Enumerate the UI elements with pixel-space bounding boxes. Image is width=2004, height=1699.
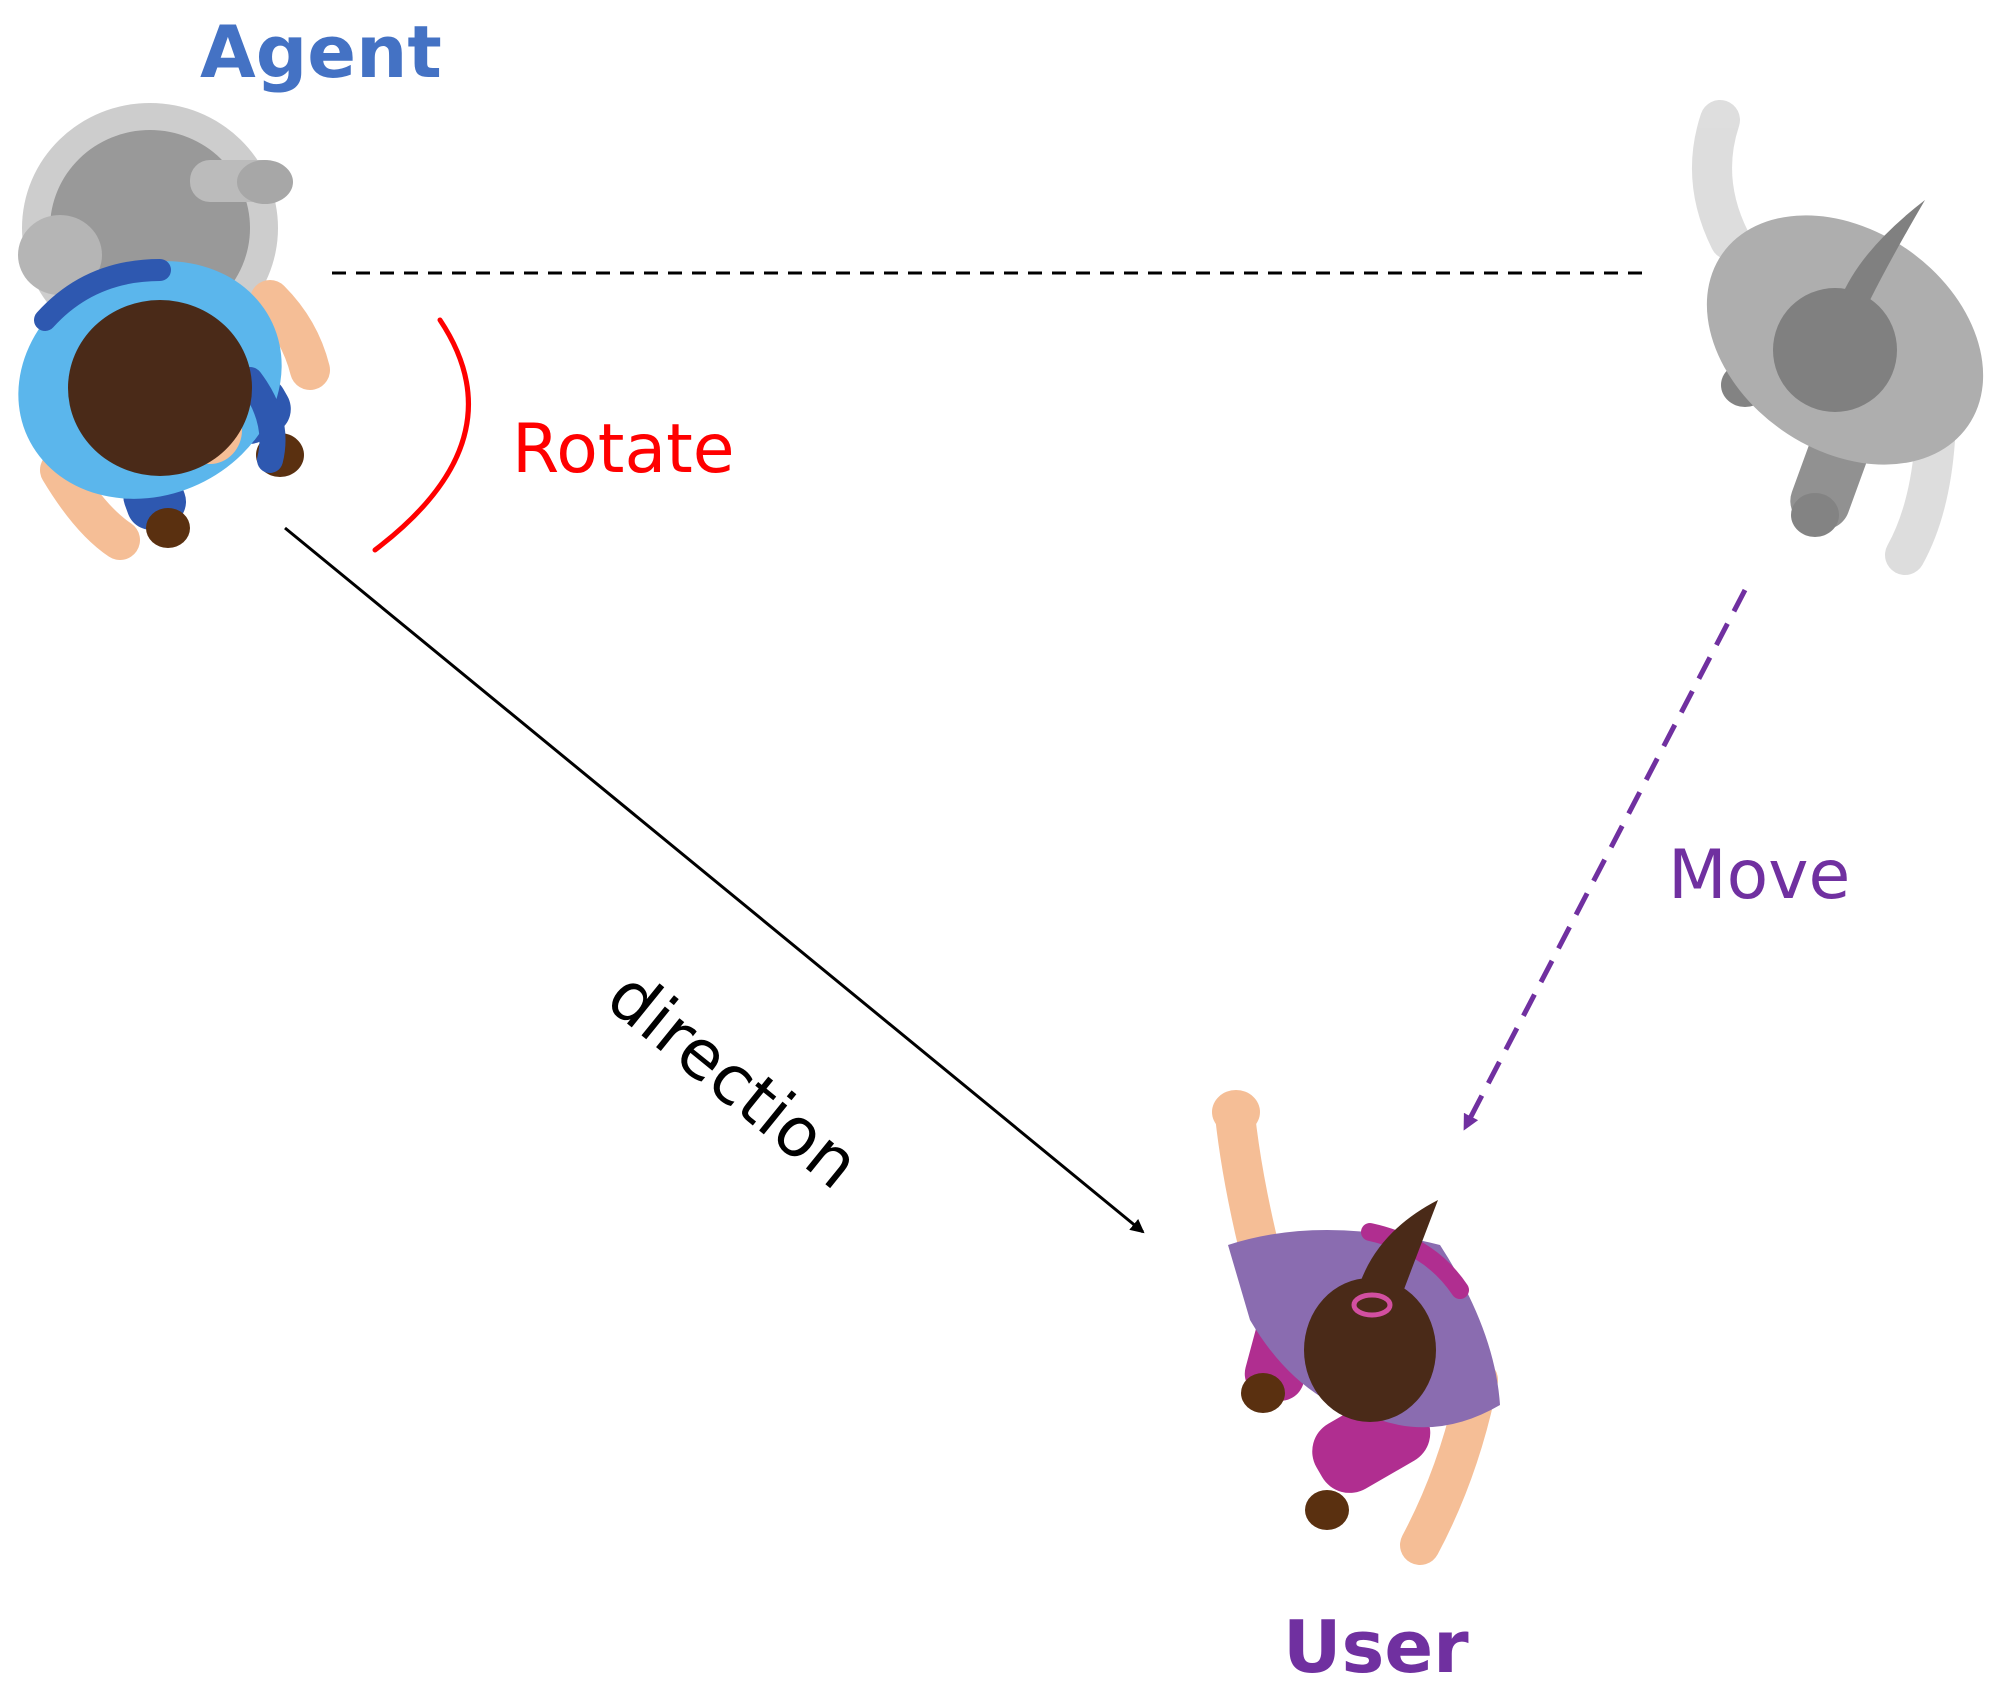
move-label: Move	[1668, 836, 1851, 915]
agent-figure	[18, 259, 330, 560]
user-figure	[1212, 1090, 1500, 1565]
user-ghost-figure	[1692, 100, 1984, 575]
user-label: User	[1283, 1605, 1469, 1689]
rotate-arc	[372, 317, 471, 553]
move-arrow	[1462, 588, 1748, 1131]
rotate-label: Rotate	[512, 410, 735, 489]
direction-arrow	[284, 526, 1145, 1234]
agent-label: Agent	[200, 10, 442, 94]
